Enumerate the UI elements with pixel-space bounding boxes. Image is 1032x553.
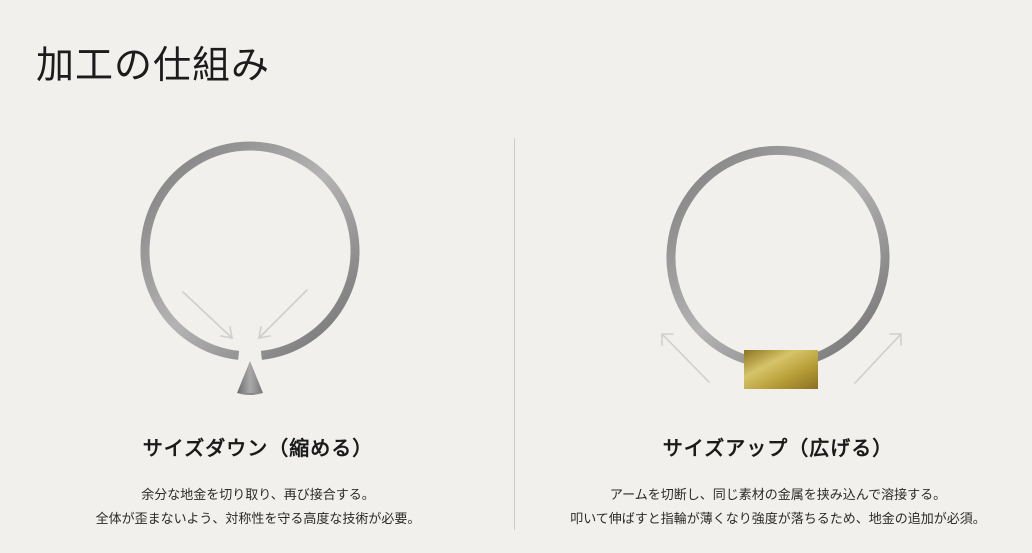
size-up-illustration — [661, 145, 902, 389]
size-down-desc-line-1: 余分な地金を切り取り、再び接合する。 — [141, 488, 375, 503]
ring-icon — [140, 141, 360, 360]
page-title: 加工の仕組み — [36, 43, 271, 87]
size-down-desc-line-2: 全体が歪まないよう、対称性を守る高度な技術が必要。 — [95, 512, 421, 527]
size-up-panel: サイズアップ（広げる） アームを切断し、同じ素材の金属を挟み込んで溶接する。 叩… — [538, 140, 1018, 550]
outward-arrows-icon — [661, 333, 902, 384]
cut-wedge-icon — [237, 361, 263, 393]
size-down-description: 余分な地金を切り取り、再び接合する。 全体が歪まないよう、対称性を守る高度な技術… — [18, 484, 498, 532]
size-up-description: アームを切断し、同じ素材の金属を挟み込んで溶接する。 叩いて伸ばすと指輪が薄くな… — [538, 484, 1018, 532]
center-divider — [514, 138, 515, 530]
size-down-illustration — [140, 141, 360, 395]
gold-insert-icon — [744, 350, 818, 389]
size-down-panel: サイズダウン（縮める） 余分な地金を切り取り、再び接合する。 全体が歪まないよう… — [18, 140, 498, 550]
size-down-title: サイズダウン（縮める） — [142, 436, 374, 460]
size-up-title: サイズアップ（広げる） — [662, 436, 894, 460]
wedge-base — [237, 393, 263, 395]
inward-arrows-icon — [182, 289, 308, 339]
size-up-desc-line-1: アームを切断し、同じ素材の金属を挟み込んで溶接する。 — [609, 488, 947, 503]
size-up-desc-line-2: 叩いて伸ばすと指輪が薄くなり強度が落ちるため、地金の追加が必須。 — [570, 512, 986, 527]
ring-icon — [666, 145, 890, 365]
